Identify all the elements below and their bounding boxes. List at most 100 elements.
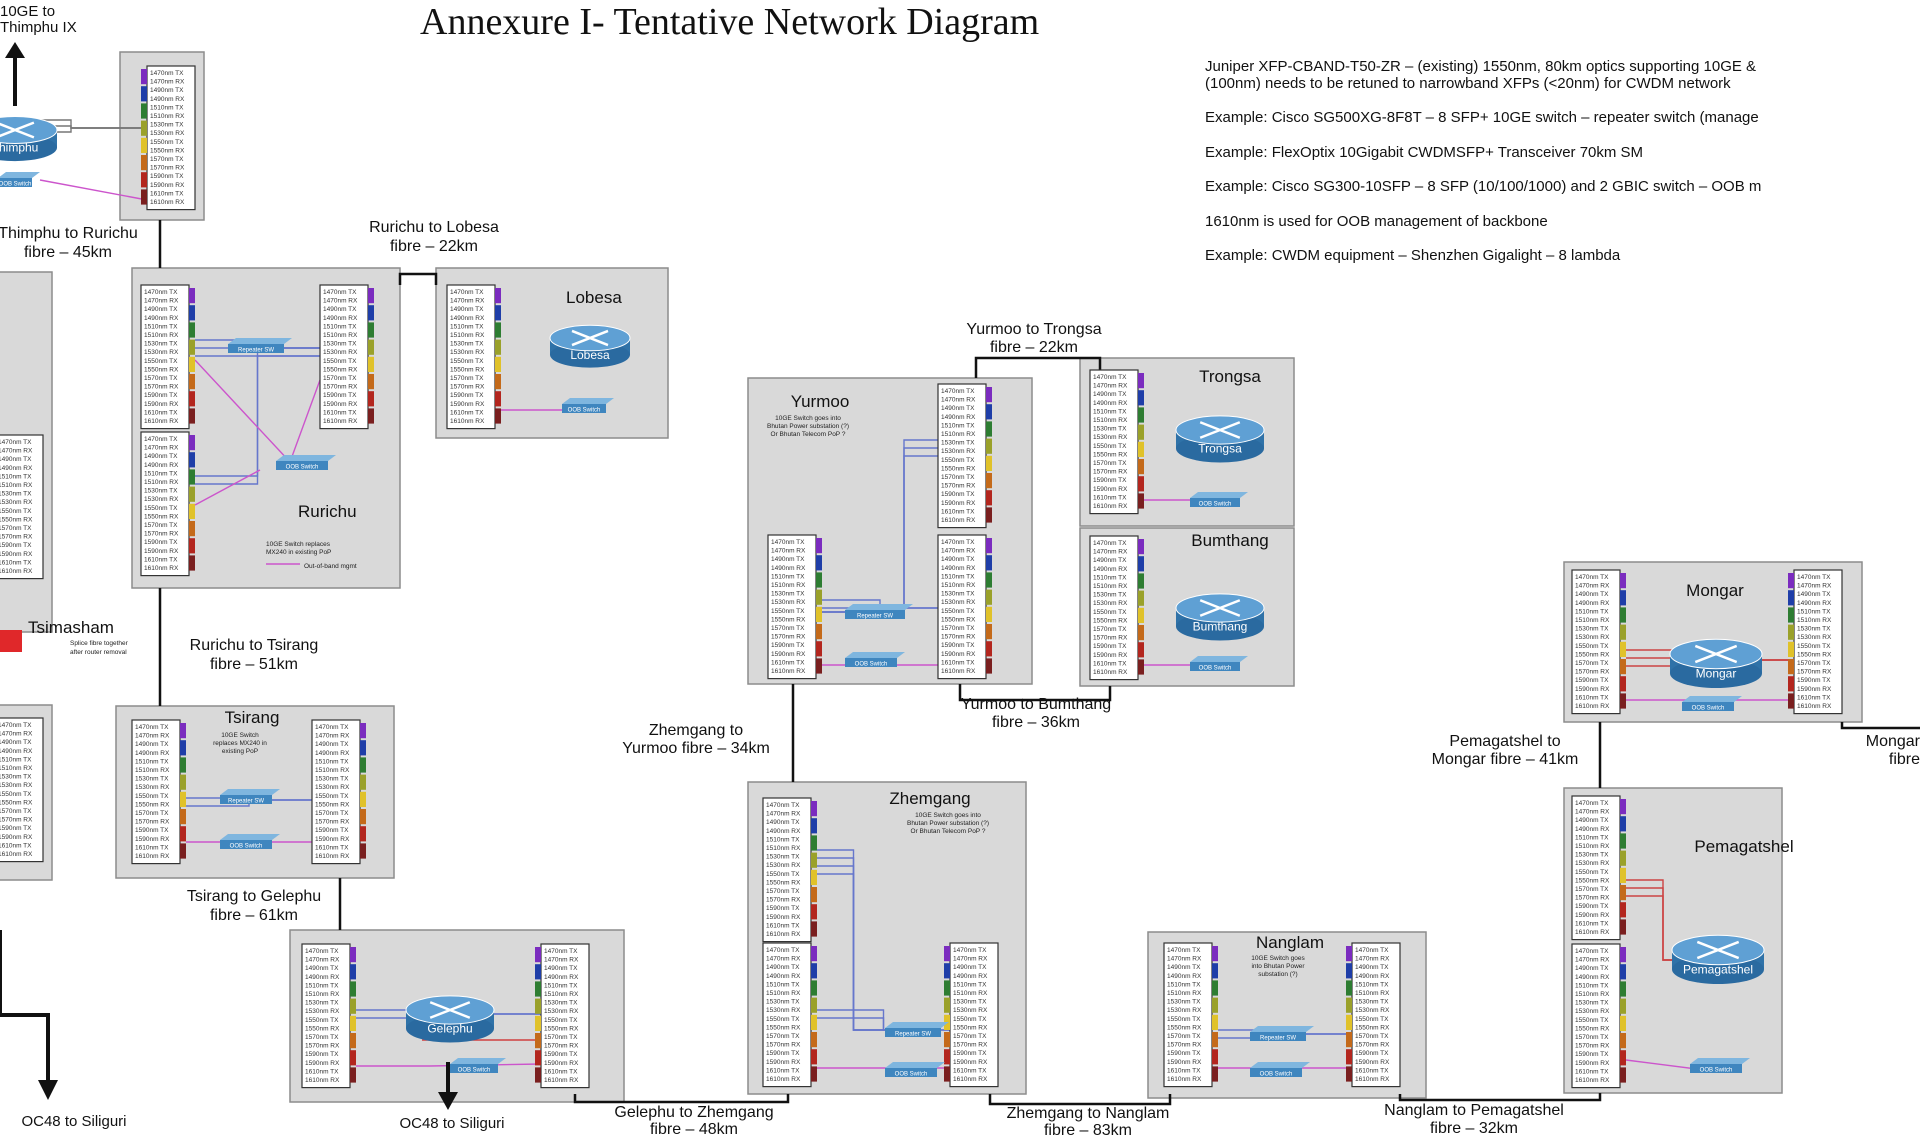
wavelength-label: 1610nm RX: [766, 931, 801, 938]
site-note: substation (?): [1258, 971, 1297, 978]
router-label: Pemagatshel: [1683, 962, 1753, 976]
wavelength-label: 1530nm TX: [1093, 592, 1127, 599]
wavelength-label: 1610nm RX: [1575, 1077, 1610, 1084]
router-arrows: [1696, 940, 1740, 960]
wavelength-label: 1550nm TX: [1797, 643, 1831, 650]
wavelength-label: 1570nm TX: [953, 1033, 987, 1040]
wavelength-label: 1590nm TX: [144, 392, 178, 399]
wavelength-port: [1620, 573, 1626, 589]
switch-label: OOB Switch: [855, 662, 888, 668]
wavelength-port: [189, 288, 195, 304]
devices: 1470nm TX 1470nm RX 1490nm TX 1490nm RX 1510…: [0, 65, 1843, 1089]
wavelength-port: [368, 356, 374, 372]
fibre-nanglam-pemagatshel: [1398, 1093, 1602, 1102]
wavelength-port: [360, 774, 366, 790]
site-name-bumthang: Bumthang: [1191, 531, 1269, 550]
wavelength-port: [535, 981, 541, 997]
switch-body: [220, 795, 272, 804]
switch-body: [450, 1064, 498, 1073]
wavelength-label: 1610nm TX: [150, 190, 184, 197]
wavelength-label: 1470nm RX: [766, 956, 801, 963]
wavelength-port: [986, 641, 992, 657]
site-name-lobesa: Lobesa: [566, 288, 622, 307]
wavelength-port: [816, 606, 822, 622]
wavelength-port: [816, 641, 822, 657]
cwdm-mux-frame: [140, 431, 190, 577]
wavelength-port: [495, 322, 501, 338]
wavelength-label: 1490nm RX: [323, 315, 358, 322]
switch-label: OOB Switch: [568, 408, 601, 414]
wavelength-port: [360, 843, 366, 859]
repeater-switch-zhemgang: Repeater SW: [885, 1022, 949, 1038]
wavelength-label: 1510nm TX: [0, 473, 32, 480]
wavelength-label: 1590nm TX: [941, 642, 975, 649]
wavelength-label: 1530nm TX: [1797, 626, 1831, 633]
wavelength-port: [944, 963, 950, 979]
wavelength-label: 1490nm RX: [1575, 826, 1610, 833]
wavelength-port: [535, 947, 541, 963]
router-label: Bumthang: [1193, 619, 1248, 633]
annotation-note: Juniper XFP-CBAND-T50-ZR – (existing) 15…: [1205, 58, 1756, 75]
wavelength-label: 1610nm TX: [953, 1067, 987, 1074]
oob-switch-gelephu: OOB Switch: [450, 1058, 506, 1074]
wavelength-port: [180, 791, 186, 807]
wavelength-port: [1620, 867, 1626, 883]
link-label: fibre – 51km: [210, 656, 298, 673]
wavelength-label: 1470nm TX: [1093, 540, 1127, 547]
wavelength-port: [1788, 573, 1794, 589]
wavelength-label: 1470nm TX: [1797, 574, 1831, 581]
splice-tsimasham: [0, 630, 22, 652]
wavelength-port: [1138, 590, 1144, 606]
wavelength-label: 1570nm RX: [953, 1042, 988, 1049]
wavelength-port: [141, 86, 147, 102]
oob-switch-yurmoo: OOB Switch: [845, 652, 905, 668]
wavelength-port: [350, 998, 356, 1014]
wavelength-label: 1570nm RX: [766, 897, 801, 904]
wavelength-port: [986, 387, 992, 403]
wavelength-label: 1550nm TX: [305, 1017, 339, 1024]
wavelength-port: [180, 774, 186, 790]
wavelength-label: 1550nm RX: [0, 516, 33, 523]
wavelength-label: 1470nm TX: [144, 289, 178, 296]
wavelength-port: [350, 964, 356, 980]
wavelength-label: 1550nm TX: [1575, 643, 1609, 650]
wavelength-label: 1490nm RX: [1575, 974, 1610, 981]
wavelength-port: [986, 438, 992, 454]
wavelength-label: 1570nm TX: [1093, 460, 1127, 467]
wavelength-label: 1490nm TX: [1797, 591, 1831, 598]
wavelength-label: 1490nm TX: [0, 739, 32, 746]
wavelength-label: 1590nm RX: [0, 834, 33, 841]
wavelength-label: 1530nm RX: [1797, 634, 1832, 641]
repeater-switch-rurichu: Repeater SW: [228, 338, 292, 354]
wavelength-label: 1590nm RX: [315, 836, 350, 843]
router-arrows: [429, 1001, 471, 1019]
switch-label: OOB Switch: [1199, 666, 1232, 672]
cwdm-mux-frame: [146, 65, 196, 211]
annotation-note: (100nm) needs to be retuned to narrowban…: [1205, 75, 1731, 92]
wavelength-label: 1490nm TX: [1575, 965, 1609, 972]
wavelength-label: 1490nm TX: [1355, 964, 1389, 971]
wavelength-port: [1346, 946, 1352, 962]
cwdm-mux-frame: [1351, 942, 1401, 1088]
cwdm-mux-frame: [767, 534, 817, 680]
wavelength-label: 1550nm RX: [0, 799, 33, 806]
wavelength-label: 1470nm TX: [1355, 947, 1389, 954]
wavelength-label: 1590nm TX: [1355, 1050, 1389, 1057]
wavelength-label: 1470nm TX: [766, 802, 800, 809]
wavelength-label: 1570nm RX: [305, 1043, 340, 1050]
wavelength-label: 1610nm TX: [1797, 694, 1831, 701]
switch-body: [276, 461, 328, 470]
wavelength-port: [1138, 659, 1144, 675]
wavelength-label: 1510nm RX: [0, 765, 33, 772]
switch-top: [1250, 1062, 1310, 1068]
wavelength-label: 1470nm RX: [144, 298, 179, 305]
wavelength-port: [189, 435, 195, 451]
switch-top: [220, 789, 280, 795]
switch-body: [885, 1068, 937, 1077]
switch-top: [1190, 492, 1248, 498]
